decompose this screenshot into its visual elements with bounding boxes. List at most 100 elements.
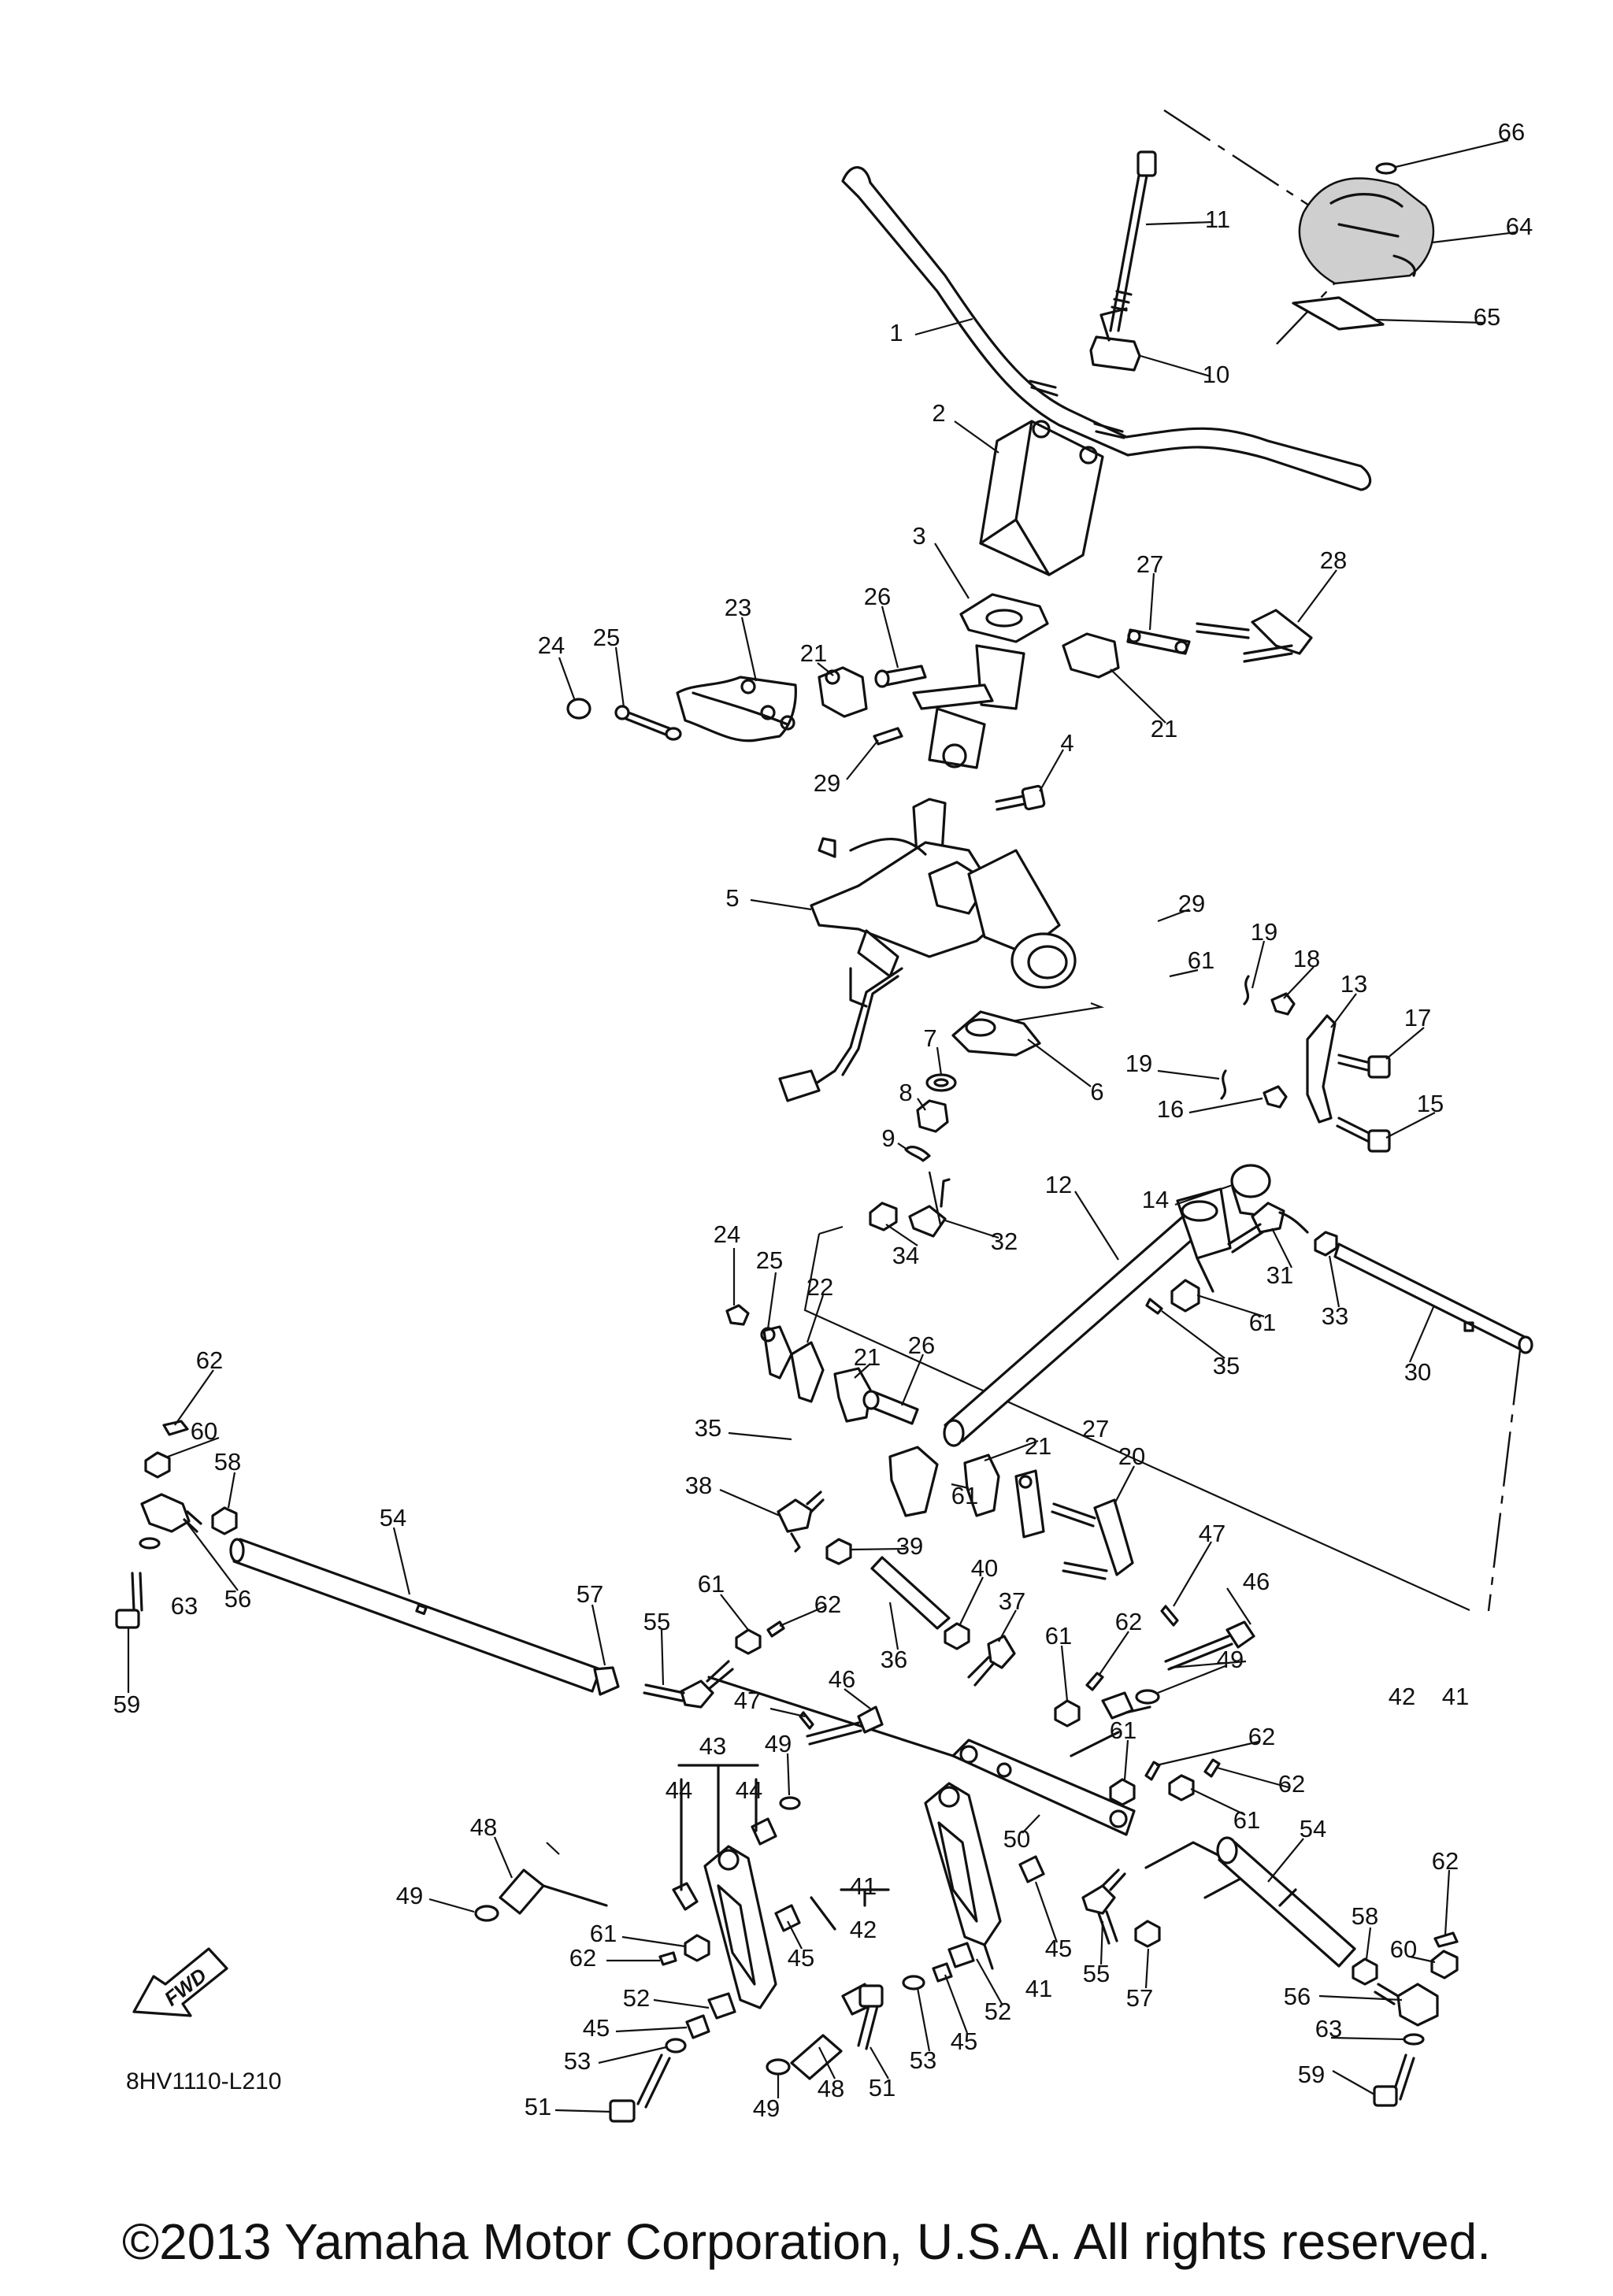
part-callout-7: 7 [923,1024,936,1052]
part-callout-62: 62 [814,1591,841,1618]
part-callout-62: 62 [196,1346,223,1374]
part-callout-41: 41 [1025,1975,1052,2002]
power-steering-unit [778,798,1077,1102]
part-callout-60: 60 [1390,1935,1417,1963]
part-callout-49: 49 [1217,1646,1244,1673]
part-callout-48: 48 [818,2075,844,2102]
part-callout-14: 14 [1142,1186,1169,1213]
tie-rod-right-upper [1227,1202,1533,1354]
part-callout-47: 47 [1199,1520,1226,1547]
part-callout-24: 24 [538,631,565,659]
part-callout-41: 41 [1442,1683,1469,1710]
lower-link-middle [888,1446,1134,1580]
part-callout-29: 29 [814,769,840,797]
bolt [995,784,1046,811]
part-callout-22: 22 [806,1273,833,1301]
part-callout-37: 37 [999,1587,1025,1615]
steering-shaft [943,1187,1232,1447]
part-callout-55: 55 [643,1608,670,1635]
handlebar [841,166,1372,491]
part-callout-52: 52 [623,1984,650,2012]
part-callout-46: 46 [1243,1568,1270,1595]
right-mid-fasteners [1054,1605,1255,1757]
part-callout-8: 8 [899,1079,912,1106]
part-callout-24: 24 [714,1220,740,1248]
part-callout-62: 62 [1115,1608,1142,1635]
part-callout-56: 56 [224,1585,251,1613]
part-callout-36: 36 [881,1646,907,1673]
part-callout-46: 46 [829,1665,855,1693]
part-callout-62: 62 [1278,1770,1305,1798]
part-callout-52: 52 [984,1998,1011,2025]
part-callout-51: 51 [869,2074,895,2102]
part-callout-65: 65 [1474,303,1500,331]
left-lower-fasteners [609,1904,801,2123]
part-callout-27: 27 [1082,1415,1109,1442]
part-callout-44: 44 [736,1776,762,1804]
right-tie-rod-55 [1081,1868,1161,1948]
part-callout-61: 61 [590,1920,617,1947]
part-callout-45: 45 [1045,1935,1072,1962]
part-callout-62: 62 [569,1944,596,1972]
part-callout-3: 3 [912,522,925,550]
part-callout-12: 12 [1045,1171,1072,1198]
part-callout-49: 49 [396,1882,423,1909]
center-link-bar [707,1676,1136,1836]
part-callout-57: 57 [1126,1984,1153,2012]
column-lower-parts [904,1010,1041,1162]
part-callout-35: 35 [1213,1352,1240,1379]
part-callout-48: 48 [470,1813,497,1841]
part-callout-21: 21 [1151,715,1177,742]
part-callout-25: 25 [593,624,620,651]
part-callout-21: 21 [800,639,827,667]
part-callout-19: 19 [1125,1050,1152,1077]
part-callout-62: 62 [1248,1723,1275,1750]
part-callout-57: 57 [577,1580,603,1608]
part-callout-58: 58 [1352,1902,1378,1930]
part-callout-41: 41 [850,1872,877,1900]
part-callout-60: 60 [191,1417,217,1445]
part-callout-59: 59 [113,1691,140,1718]
callout-labels: 1234567891011121314151617181919202121212… [113,118,1533,2122]
part-callout-44: 44 [666,1776,692,1804]
part-callout-61: 61 [1249,1309,1276,1336]
forward-arrow: FWD [132,1947,228,2017]
part-callout-23: 23 [725,594,751,621]
part-callout-59: 59 [1298,2061,1325,2088]
leader-lines [127,139,1517,2113]
nut-and-pin [1145,1279,1200,1315]
tie-rod-end-upper [869,1178,951,1238]
column-cover [979,420,1104,576]
part-callout-20: 20 [1118,1442,1145,1470]
part-callout-62: 62 [1432,1847,1459,1875]
part-callout-28: 28 [1320,546,1347,574]
part-callout-50: 50 [1003,1825,1030,1853]
steering-pad [1292,162,1435,331]
part-callout-51: 51 [525,2093,551,2120]
part-callout-55: 55 [1083,1960,1110,1987]
part-callout-61: 61 [1233,1806,1260,1834]
part-callout-5: 5 [725,884,739,912]
part-callout-13: 13 [1340,970,1367,998]
right-fasteners [1109,1758,1221,1806]
part-callout-35: 35 [695,1414,721,1442]
part-callout-27: 27 [1137,550,1163,578]
part-callout-45: 45 [951,2028,977,2055]
long-rod-right [1144,1836,1356,1968]
copyright-notice: ©2013 Yamaha Motor Corporation, U.S.A. A… [121,2213,1492,2270]
diagram-code: 8HV1110-L210 [126,2068,281,2094]
upper-right-link [1062,609,1313,679]
part-callout-45: 45 [583,2014,610,2042]
part-callout-34: 34 [892,1242,919,1269]
part-callout-53: 53 [564,2047,591,2075]
part-callout-61: 61 [951,1482,978,1509]
middle-link-assembly [725,1304,919,1425]
part-callout-15: 15 [1417,1090,1444,1117]
part-callout-58: 58 [214,1448,241,1476]
part-callout-42: 42 [850,1916,877,1943]
part-callout-61: 61 [698,1570,725,1598]
part-callout-31: 31 [1266,1261,1293,1289]
part-callout-43: 43 [699,1732,726,1760]
part-callout-2: 2 [932,399,945,427]
